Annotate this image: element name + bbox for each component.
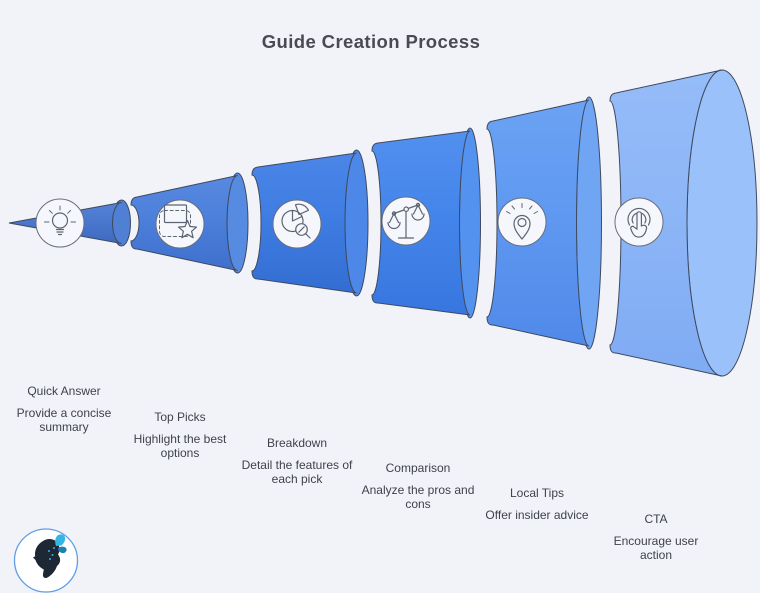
stage-label-top-picks: Top Picks Highlight the best options — [124, 410, 236, 460]
balance-scale-icon — [387, 202, 425, 239]
page-title: Guide Creation Process — [261, 31, 481, 52]
stage-name: CTA — [644, 512, 668, 526]
stage-6-body — [609, 69, 723, 377]
logo-hair-speckles — [48, 547, 55, 560]
stage-name: Breakdown — [266, 436, 328, 450]
stage-description: Analyze the pros and cons — [361, 483, 475, 511]
stage-1-icon-circle — [35, 198, 85, 248]
stage-description: Highlight the best options — [133, 432, 227, 460]
stage-3-icon-circle — [272, 199, 322, 249]
stage-name: Local Tips — [509, 486, 565, 500]
pie-chart-magnifier-icon — [281, 203, 311, 239]
lightbulb-icon — [44, 205, 76, 236]
stage-label-quick-answer: Quick Answer Provide a concise summary — [9, 384, 119, 434]
stage-label-local-tips: Local Tips Offer insider advice — [467, 486, 607, 522]
stage-icon-circles — [35, 196, 664, 249]
stage-name: Top Picks — [154, 410, 206, 424]
logo-butterfly-upper-wing — [55, 534, 66, 546]
brand-logo — [13, 528, 79, 593]
stage-5-icon-circle — [497, 197, 547, 247]
stage-description: Encourage user action — [613, 534, 699, 562]
stage-label-comparison: Comparison Analyze the pros and cons — [359, 461, 477, 511]
stage-description: Detail the features of each pick — [241, 458, 353, 486]
stage-label-breakdown: Breakdown Detail the features of each pi… — [233, 436, 361, 486]
stage-name: Comparison — [385, 461, 451, 475]
stage-label-cta: CTA Encourage user action — [608, 512, 704, 562]
tap-icon — [627, 207, 651, 238]
stage-name: Quick Answer — [27, 384, 101, 398]
stage-description: Provide a concise summary — [16, 406, 112, 434]
location-pin-icon — [506, 203, 538, 240]
stage-icons — [44, 202, 651, 240]
stage-2-icon-circle — [155, 199, 205, 249]
shapes-star-icon — [159, 204, 198, 239]
stage-description: Offer insider advice — [485, 508, 589, 522]
logo-butterfly-lower-wing — [58, 546, 67, 554]
